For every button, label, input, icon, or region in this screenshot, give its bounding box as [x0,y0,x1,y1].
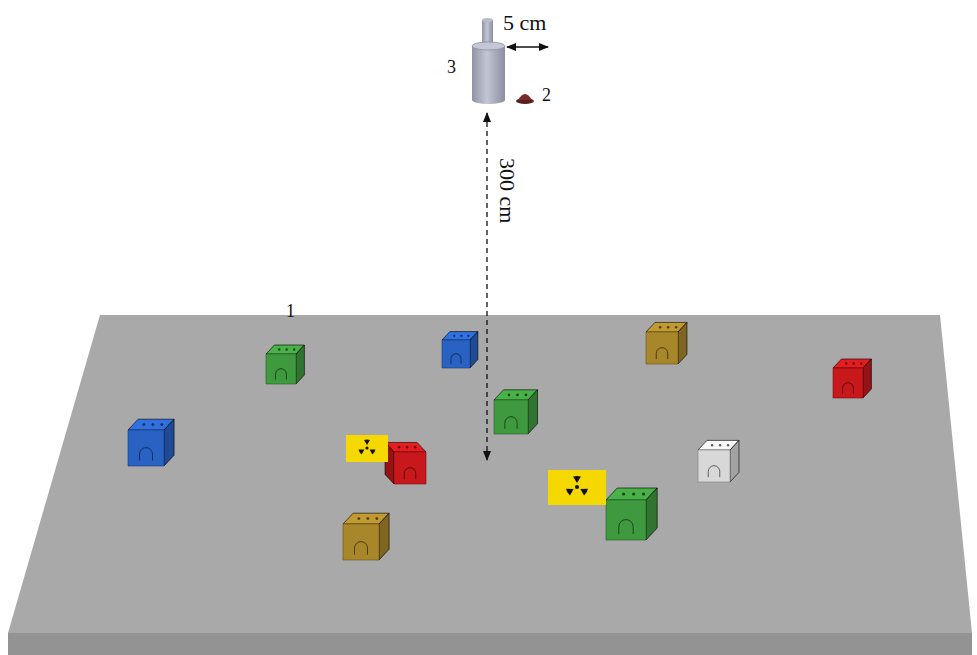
callout-number: 2 [542,86,551,104]
cube [385,442,426,484]
cube-face [678,322,687,364]
sensor-dome [518,94,532,100]
dimension-label: 5 cm [503,12,546,34]
cube [343,513,389,560]
cube-face [730,440,739,482]
cube-face [606,500,646,540]
cube-face [442,340,470,368]
camera-body [472,46,505,104]
cube [833,359,871,398]
cube-face [394,452,426,484]
cube [442,332,478,368]
cube-face [646,332,678,364]
callout-number: 1 [286,302,295,320]
cube [698,440,739,482]
plate-top [8,315,972,633]
cube-face [528,390,538,434]
cube-face [698,450,730,482]
plate-front [8,633,972,655]
cube-face [646,488,657,540]
callout-number: 3 [447,58,456,76]
cube-face [833,368,863,398]
cube-face [470,332,478,368]
cube-face [494,400,528,434]
cube-face [379,513,389,560]
cube-face [343,524,379,560]
radiation-sign [346,435,388,462]
cube [266,345,304,384]
dimension-label: 300 cm [496,158,518,223]
cube [646,322,687,364]
cube-face [128,430,164,466]
cube-face [863,359,871,398]
radiation-sign [548,470,606,505]
height-arrow [486,113,487,460]
cube-face [266,354,296,384]
cube [494,390,538,434]
dimension-arrow [507,46,548,48]
cube [128,419,174,466]
cube-face [296,345,304,384]
cube-face [164,419,174,466]
cube [606,488,657,540]
